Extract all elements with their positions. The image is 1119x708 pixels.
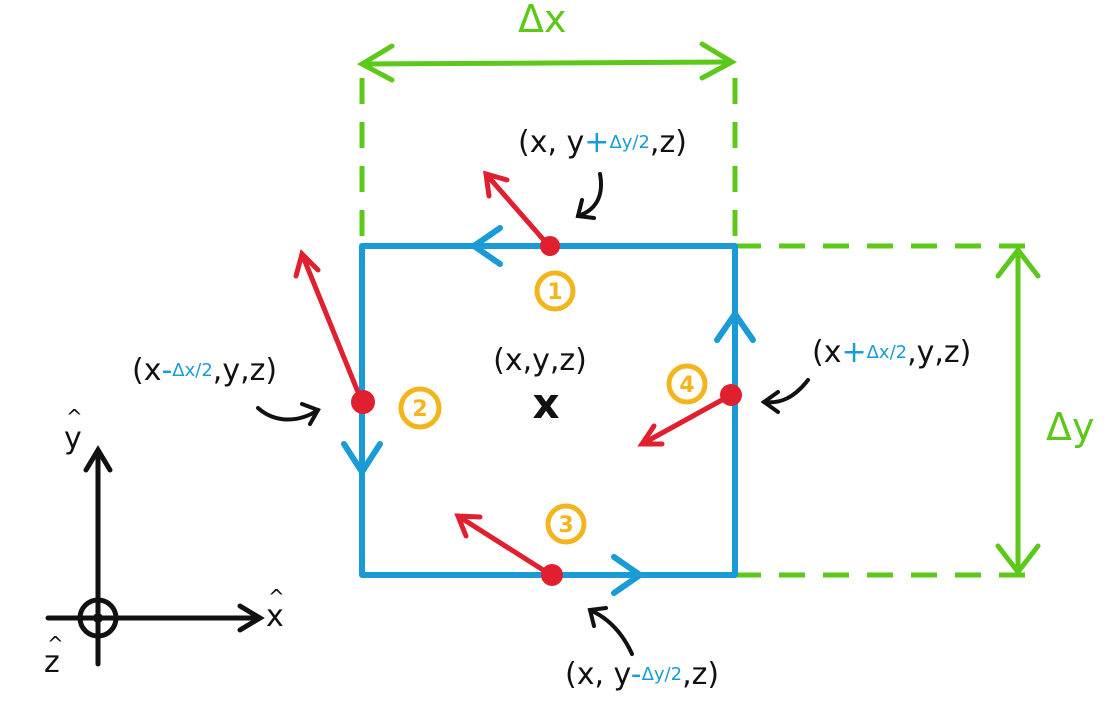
segment-marker-2: 2 xyxy=(398,386,442,430)
label-left: (x-Δx/2,y,z) xyxy=(132,353,277,388)
svg-text:4: 4 xyxy=(679,373,694,398)
segment-marker-3: 3 xyxy=(545,503,587,545)
segment-marker-4: 4 xyxy=(666,363,708,405)
loop-direction-left xyxy=(341,441,383,475)
label-right: (x+Δx/2,y,z) xyxy=(812,335,971,370)
vector-right xyxy=(639,392,734,447)
vector-origins xyxy=(351,236,742,586)
pointer-left xyxy=(256,406,320,422)
svg-text:1: 1 xyxy=(547,280,562,305)
vector-top xyxy=(483,171,552,249)
loop-direction-right xyxy=(714,311,756,343)
z-axis-hat: ^ xyxy=(47,632,64,656)
center-mark: x xyxy=(532,379,559,428)
svg-text:3: 3 xyxy=(558,513,573,538)
field-vectors xyxy=(293,170,734,578)
dimension-guides xyxy=(359,78,1025,578)
point-bottom xyxy=(541,564,563,586)
loop-direction-bottom xyxy=(611,554,643,596)
point-top xyxy=(540,236,560,256)
point-right xyxy=(720,384,742,406)
coordinate-axes xyxy=(45,445,265,667)
z-axis-dot xyxy=(93,613,103,623)
segment-marker-1: 1 xyxy=(534,270,576,312)
center-coords: (x,y,z) xyxy=(493,343,587,378)
vector-left xyxy=(299,251,365,405)
segment-markers: 1 2 3 4 xyxy=(398,270,708,545)
loop-direction-top xyxy=(471,225,503,267)
dy-label: Δy xyxy=(1046,405,1094,449)
dx-label: Δx xyxy=(518,0,566,41)
dx-arrow xyxy=(356,41,738,83)
pointer-top xyxy=(576,172,603,218)
z-axis-label: z xyxy=(44,645,60,680)
y-axis-hat: ^ xyxy=(66,405,83,429)
pointer-bottom xyxy=(588,608,634,656)
vector-bottom xyxy=(455,513,554,578)
point-left xyxy=(351,390,375,414)
label-bottom: (x, y-Δy/2,z) xyxy=(565,657,719,692)
x-axis-label: x xyxy=(266,599,284,634)
x-axis-hat: ^ xyxy=(268,585,285,609)
dy-arrow xyxy=(995,245,1041,577)
label-top: (x, y+Δy/2,z) xyxy=(518,125,687,160)
y-axis-label: y xyxy=(64,421,82,456)
svg-text:2: 2 xyxy=(412,397,427,422)
pointer-right xyxy=(762,378,810,405)
z-axis-out-of-page xyxy=(77,597,119,639)
